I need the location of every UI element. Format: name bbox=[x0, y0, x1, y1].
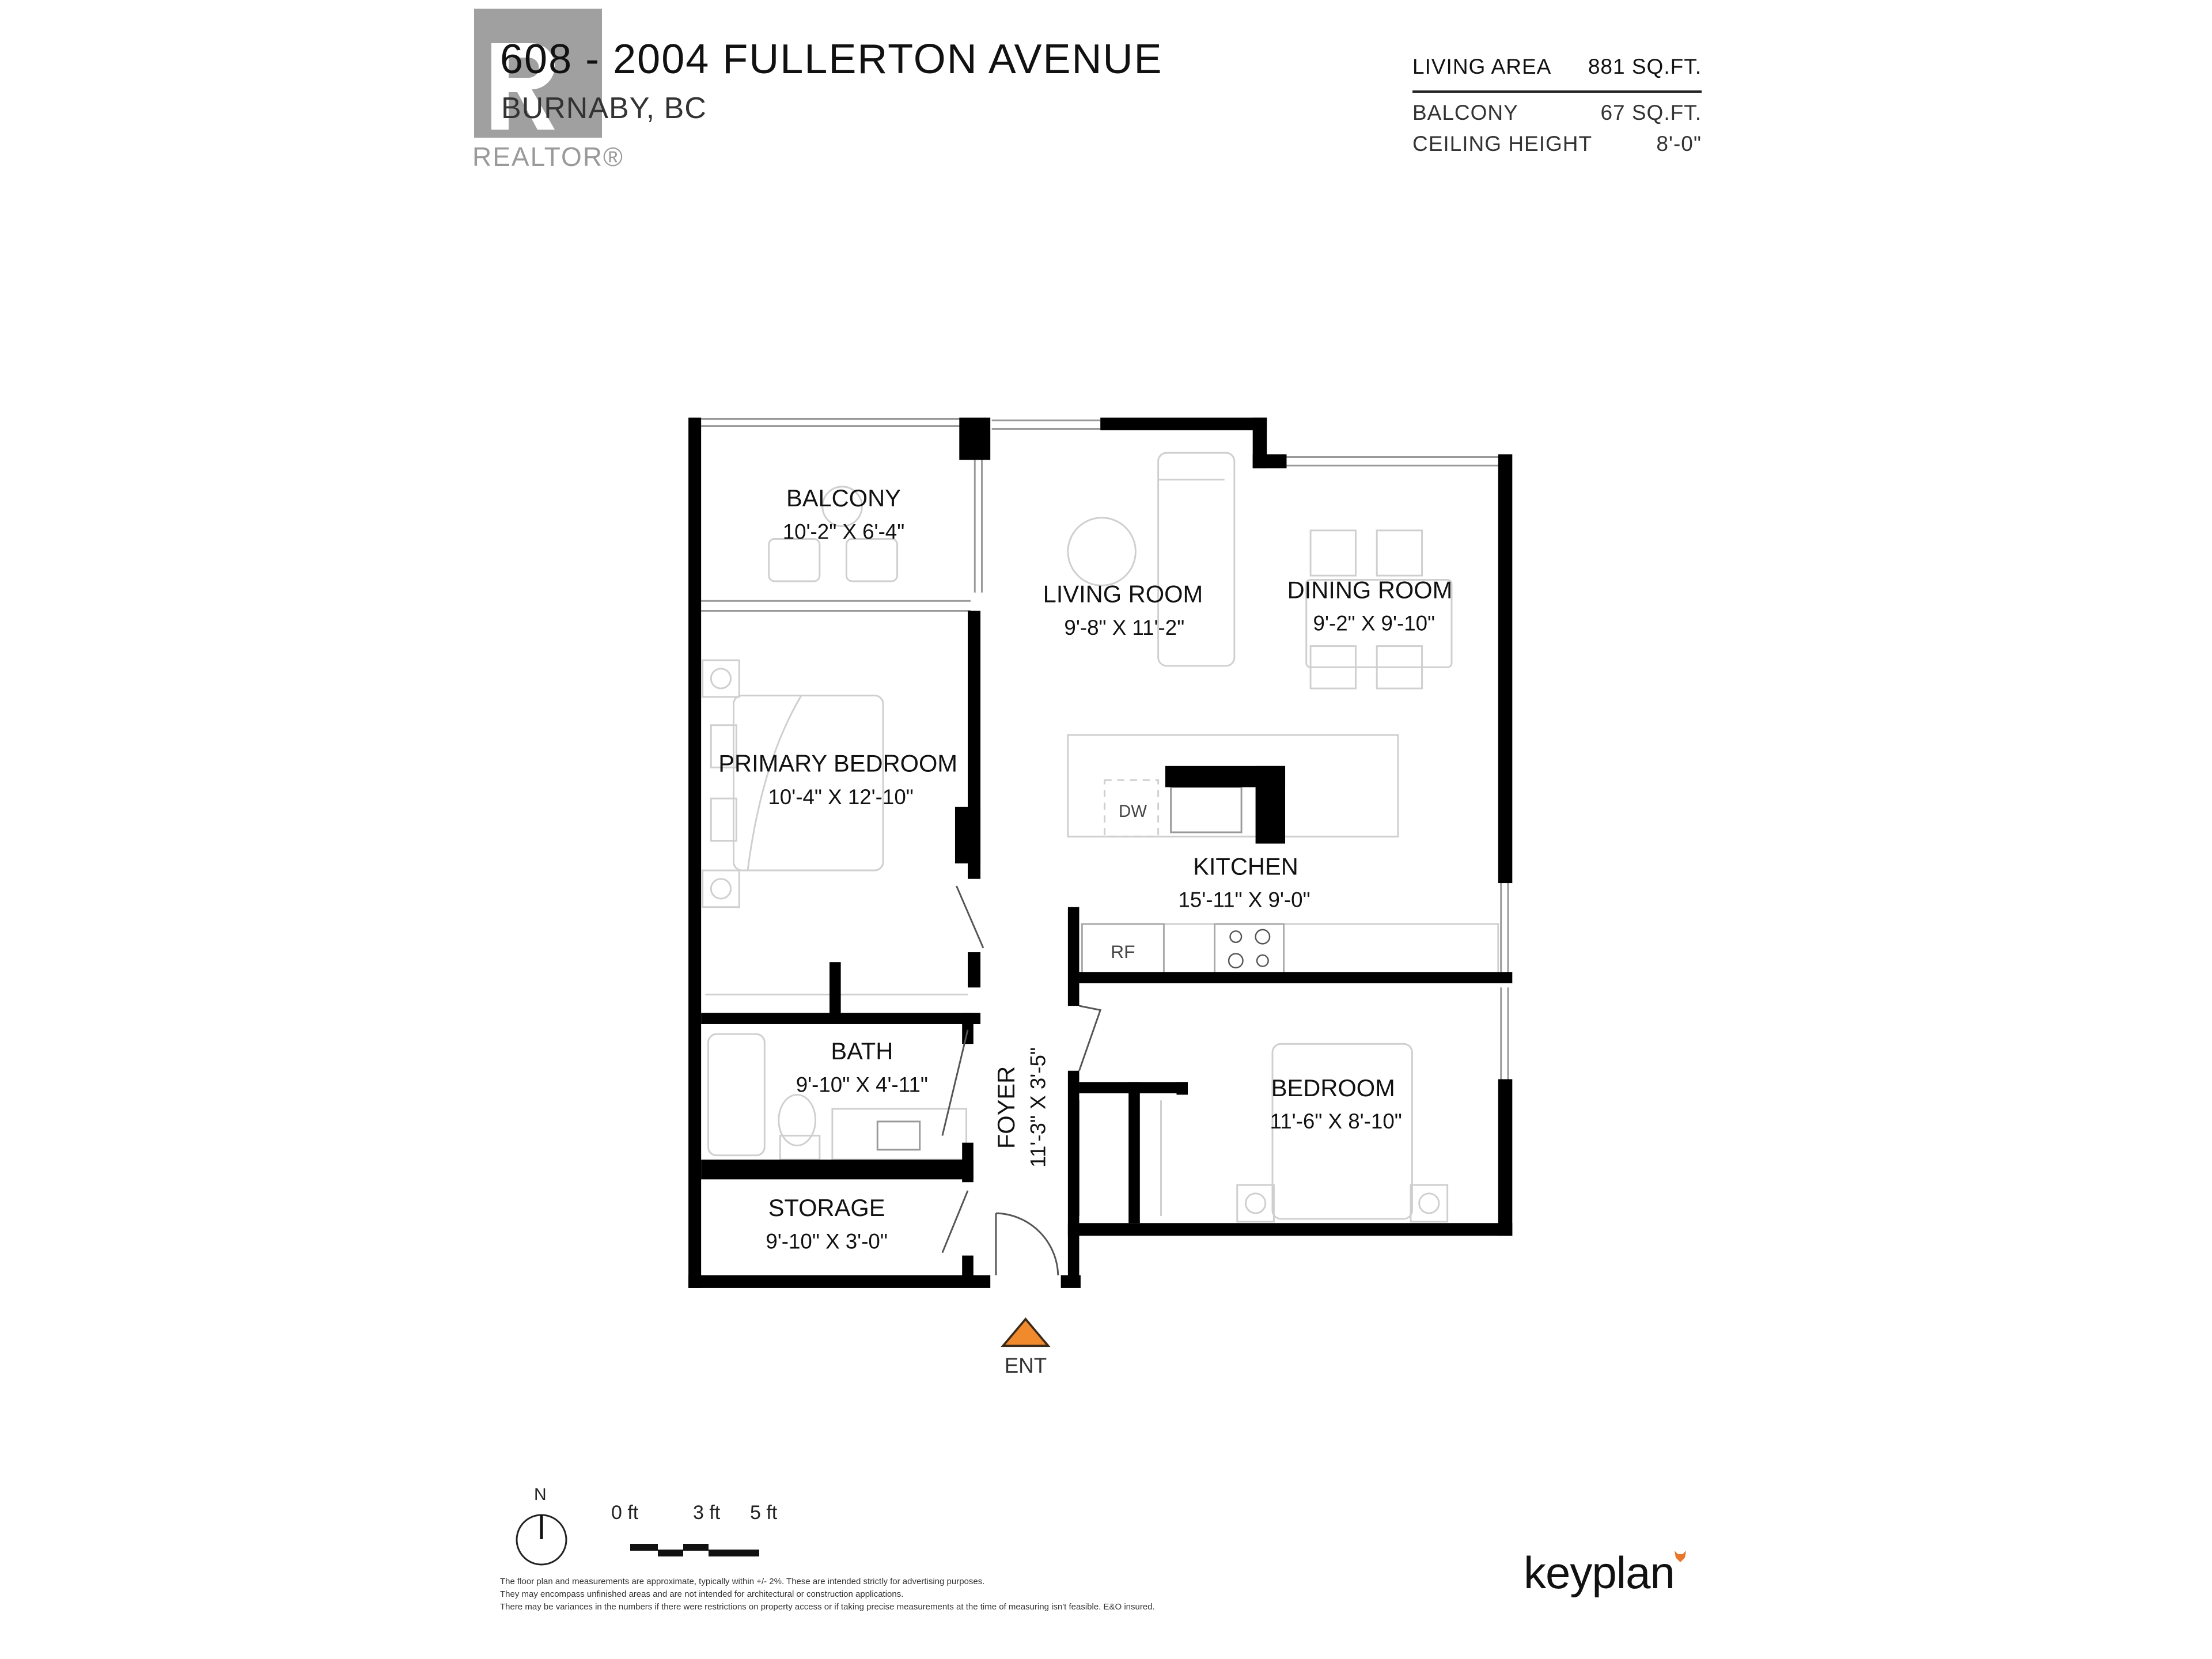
realtor-logo bbox=[474, 9, 602, 138]
entrance-label: ENT bbox=[1005, 1354, 1047, 1377]
room-name-kitchen: KITCHEN bbox=[1193, 853, 1298, 880]
stat-label: CEILING HEIGHT bbox=[1412, 132, 1593, 156]
door-swing bbox=[941, 1029, 969, 1136]
listing-title: 608 - 2004 FULLERTON AVENUE bbox=[500, 36, 1163, 82]
stat-label: BALCONY bbox=[1412, 101, 1518, 124]
realtor-wordmark: REALTOR® bbox=[472, 142, 624, 172]
room-name-dining: DINING ROOM bbox=[1287, 576, 1453, 603]
dining-table-icon bbox=[1305, 579, 1453, 668]
toilet-icon bbox=[778, 1093, 816, 1147]
room-name-foyer: FOYER bbox=[993, 1066, 1020, 1149]
room-name-bedroom: BEDROOM bbox=[1271, 1074, 1395, 1101]
lamp-icon bbox=[1410, 1184, 1449, 1223]
lamp-icon bbox=[1236, 1184, 1275, 1223]
scale-bar bbox=[630, 1544, 759, 1556]
entry-door-swing bbox=[995, 1212, 1059, 1275]
stat-value: 8'-0" bbox=[1656, 132, 1702, 156]
room-dims-primary-bedroom: 10'-4" X 12'-10" bbox=[768, 785, 913, 809]
chair-icon bbox=[768, 538, 821, 582]
room-name-storage: STORAGE bbox=[768, 1194, 885, 1221]
sofa-icon bbox=[1157, 452, 1236, 667]
chair-icon bbox=[1309, 529, 1357, 577]
listing-city: BURNABY, BC bbox=[501, 92, 707, 125]
lamp-icon bbox=[702, 869, 740, 908]
stat-label: LIVING AREA bbox=[1412, 55, 1552, 78]
disclaimer-line: There may be variances in the numbers if… bbox=[500, 1602, 1155, 1612]
doors-layer bbox=[941, 885, 1102, 1275]
coffee-table-icon bbox=[1067, 517, 1137, 586]
fridge-label: RF bbox=[1111, 941, 1135, 962]
north-label: N bbox=[534, 1485, 547, 1504]
disclaimer-line: They may encompass unfinished areas and … bbox=[500, 1589, 904, 1599]
room-dims-bath: 9'-10" X 4'-11" bbox=[796, 1073, 928, 1097]
realtor-r-icon bbox=[491, 43, 555, 130]
stove-icon bbox=[1214, 923, 1285, 979]
room-dims-bedroom: 11'-6" X 8'-10" bbox=[1270, 1109, 1402, 1133]
scale-label-0: 0 ft bbox=[611, 1502, 639, 1524]
room-dims-balcony: 10'-2" X 6'-4" bbox=[783, 520, 905, 544]
kitchen-counter bbox=[1081, 923, 1499, 979]
room-name-bath: BATH bbox=[831, 1037, 893, 1065]
room-dims-living: 9'-8" X 11'-2" bbox=[1064, 616, 1184, 639]
door-swing bbox=[941, 1190, 969, 1253]
scale-label-3: 3 ft bbox=[693, 1502, 721, 1524]
room-name-living: LIVING ROOM bbox=[1043, 581, 1203, 608]
furniture-layer bbox=[702, 452, 1499, 1223]
room-dims-foyer: 11'-3" X 3'-5" bbox=[1027, 1047, 1050, 1168]
bathtub-icon bbox=[707, 1033, 766, 1157]
chair-icon bbox=[845, 538, 899, 582]
disclaimer: The floor plan and measurements are appr… bbox=[500, 1575, 1155, 1613]
stat-ceiling-height: CEILING HEIGHT 8'-0" bbox=[1412, 132, 1702, 163]
sink-icon bbox=[1170, 786, 1243, 834]
room-name-balcony: BALCONY bbox=[786, 484, 901, 512]
bed-icon bbox=[1271, 1043, 1413, 1220]
scale-label-5: 5 ft bbox=[750, 1502, 778, 1524]
door-swing bbox=[1078, 1005, 1102, 1071]
sink-icon bbox=[876, 1120, 921, 1151]
chair-icon bbox=[1376, 529, 1423, 577]
door-swing bbox=[956, 885, 984, 949]
room-name-primary-bedroom: PRIMARY BEDROOM bbox=[718, 750, 957, 777]
chair-icon bbox=[1309, 645, 1357, 690]
bed-icon bbox=[733, 694, 884, 872]
keyplan-fox-icon bbox=[1675, 1551, 1686, 1562]
dishwasher-label: DW bbox=[1119, 802, 1147, 821]
dishwasher bbox=[1104, 779, 1160, 838]
side-table-icon bbox=[821, 486, 863, 527]
kitchen-island bbox=[1067, 734, 1399, 838]
stat-value: 67 SQ.FT. bbox=[1600, 101, 1702, 124]
area-stats-panel: LIVING AREA 881 SQ.FT. BALCONY 67 SQ.FT.… bbox=[1412, 55, 1702, 163]
keyplan-logo: keyplan bbox=[1524, 1547, 1675, 1598]
room-dims-kitchen: 15'-11" X 9'-0" bbox=[1178, 888, 1310, 912]
chair-icon bbox=[1376, 645, 1423, 690]
stat-value: 881 SQ.FT. bbox=[1588, 55, 1702, 78]
room-dims-dining: 9'-2" X 9'-10" bbox=[1313, 612, 1435, 635]
disclaimer-line: The floor plan and measurements are appr… bbox=[500, 1577, 985, 1586]
entrance-arrow-icon bbox=[1001, 1317, 1051, 1347]
room-dims-storage: 9'-10" X 3'-0" bbox=[766, 1229, 888, 1253]
walls-layer bbox=[688, 417, 1513, 1288]
stat-balcony: BALCONY 67 SQ.FT. bbox=[1412, 101, 1702, 132]
stat-living-area: LIVING AREA 881 SQ.FT. bbox=[1412, 55, 1702, 93]
north-compass-icon bbox=[516, 1514, 567, 1566]
lamp-icon bbox=[702, 659, 740, 698]
